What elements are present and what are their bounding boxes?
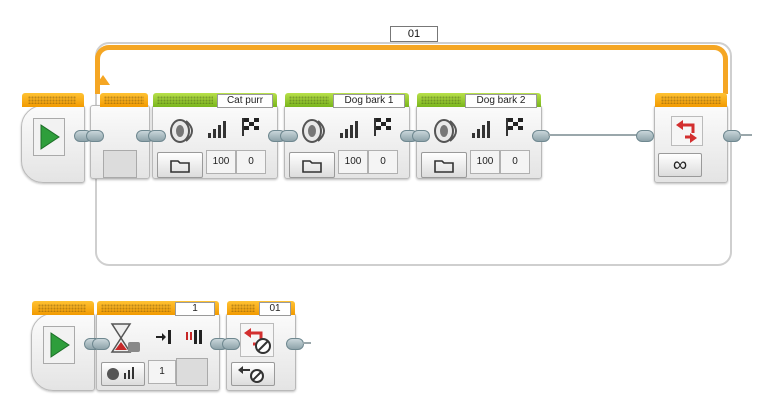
volume-bars-icon	[340, 118, 362, 145]
checkered-flag-icon	[240, 116, 262, 143]
folder-icon	[302, 160, 322, 173]
folder-button[interactable]	[421, 152, 467, 178]
sound-name[interactable]: Cat purr	[217, 94, 273, 108]
checkered-flag-icon	[372, 116, 394, 143]
speaker-icon	[300, 115, 332, 152]
sound3-input-plug[interactable]	[412, 130, 430, 142]
speaker-icon	[432, 115, 464, 152]
compare-icon	[156, 328, 206, 349]
loop-start-header[interactable]	[100, 93, 148, 107]
wait-value[interactable]: 1	[148, 360, 176, 384]
loop-end-output-plug[interactable]	[723, 130, 741, 142]
loop-start-slot	[103, 150, 137, 178]
checkered-flag-icon	[504, 116, 526, 143]
sound-name[interactable]: Dog bark 1	[333, 94, 405, 108]
wait-port[interactable]: 1	[175, 302, 215, 316]
volume-bars-icon	[208, 118, 230, 145]
loop-end-wire	[740, 134, 752, 136]
loop-interrupt-output-plug[interactable]	[286, 338, 304, 350]
volume-value[interactable]: 100	[470, 150, 500, 174]
loop-icon	[671, 116, 703, 146]
loop-arrow-head	[96, 75, 110, 85]
folder-icon	[170, 160, 190, 173]
play-type-value[interactable]: 0	[368, 150, 398, 174]
volume-bars-icon	[472, 118, 494, 145]
sequence-wire	[548, 134, 638, 136]
loop-end-input-plug[interactable]	[636, 130, 654, 142]
loop-interrupt-input-plug[interactable]	[222, 338, 240, 350]
sound1-input-plug[interactable]	[148, 130, 166, 142]
play-icon[interactable]	[33, 118, 65, 156]
loop-interrupt-mode-button[interactable]	[231, 362, 275, 386]
loop-name-box[interactable]: 01	[390, 26, 438, 42]
sound-name[interactable]: Dog bark 2	[465, 94, 537, 108]
loop-return-arrow	[95, 45, 728, 94]
loop-start-block[interactable]	[90, 105, 150, 179]
hourglass-icon	[108, 322, 142, 361]
volume-value[interactable]: 100	[338, 150, 368, 174]
loop-interrupt-name[interactable]: 01	[259, 302, 291, 316]
start-block-2-header[interactable]	[32, 301, 94, 315]
program2-end-wire	[303, 342, 311, 344]
wait-input-plug[interactable]	[92, 338, 110, 350]
wait-block-header[interactable]: 1	[97, 301, 219, 316]
loop-interrupt-header[interactable]: 01	[227, 301, 295, 316]
play-icon[interactable]	[43, 326, 75, 364]
sound2-input-plug[interactable]	[280, 130, 298, 142]
start-block-header[interactable]	[22, 93, 84, 107]
sound3-output-plug[interactable]	[532, 130, 550, 142]
loop-input-plug[interactable]	[86, 130, 104, 142]
play-type-value[interactable]: 0	[236, 150, 266, 174]
loop-interrupt-icon	[240, 323, 274, 357]
wait-mode-button[interactable]	[101, 362, 145, 386]
play-type-value[interactable]: 0	[500, 150, 530, 174]
infinity-icon: ∞	[672, 154, 688, 176]
folder-button[interactable]	[289, 152, 335, 178]
folder-button[interactable]	[157, 152, 203, 178]
folder-icon	[434, 160, 454, 173]
loop-end-header[interactable]	[655, 93, 727, 107]
volume-value[interactable]: 100	[206, 150, 236, 174]
wait-slot	[176, 358, 208, 386]
loop-mode-button[interactable]: ∞	[658, 153, 702, 177]
speaker-icon	[168, 115, 200, 152]
